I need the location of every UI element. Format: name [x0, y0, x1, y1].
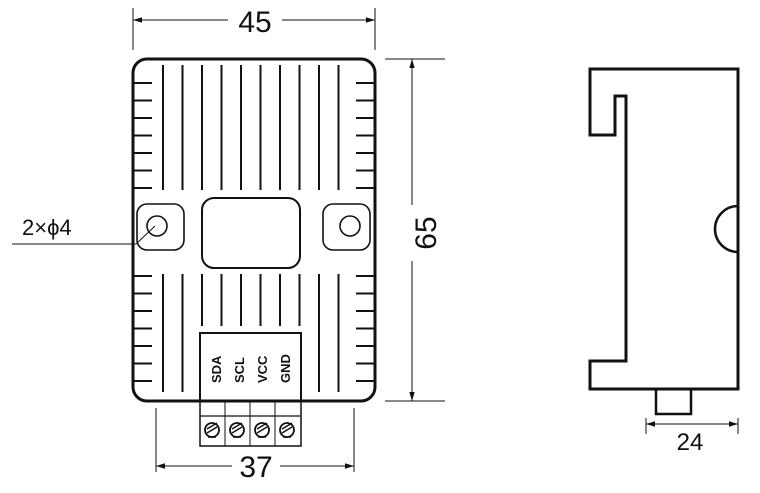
terminal-screw-slot	[281, 422, 293, 430]
side-view	[588, 67, 740, 416]
dimension-side-label: 24	[677, 429, 704, 456]
terminal-screw-slot	[231, 422, 243, 430]
hole-callout-label: 2×ϕ4	[22, 215, 72, 240]
terminal-screw-slot	[256, 422, 268, 430]
dimension-terminal-label: 37	[239, 451, 272, 484]
mounting-hole-left	[136, 203, 185, 251]
mounting-hole-right	[322, 203, 371, 251]
front-view: SDA SCL VCC GND	[131, 57, 377, 447]
terminal-screw-slot	[256, 426, 268, 434]
dimension-side-depth: 24	[645, 418, 739, 456]
dimension-height-label: 65	[410, 216, 443, 249]
dimension-width-label: 45	[238, 6, 271, 39]
terminal-screws	[204, 422, 295, 438]
dimension-terminal-spacing: 37	[155, 408, 355, 484]
center-window	[201, 197, 301, 269]
side-clip-bump	[713, 204, 739, 254]
terminal-block	[199, 400, 302, 447]
pin-label-gnd: GND	[278, 354, 293, 383]
pin-label-vcc: VCC	[255, 355, 270, 383]
dimension-height-right: 65	[385, 58, 445, 402]
pin-label-scl: SCL	[232, 357, 247, 383]
terminal-screw-slot	[206, 422, 218, 430]
vent-slots	[133, 65, 375, 392]
side-connector	[654, 387, 693, 416]
dimension-width-top: 45	[132, 2, 376, 50]
hole-callout: 2×ϕ4	[12, 215, 156, 245]
terminal-screw-slot	[231, 426, 243, 434]
terminal-screw-slot	[281, 426, 293, 434]
side-profile	[588, 67, 740, 391]
terminal-screw-slot	[206, 426, 218, 434]
pin-label-sda: SDA	[209, 355, 224, 383]
